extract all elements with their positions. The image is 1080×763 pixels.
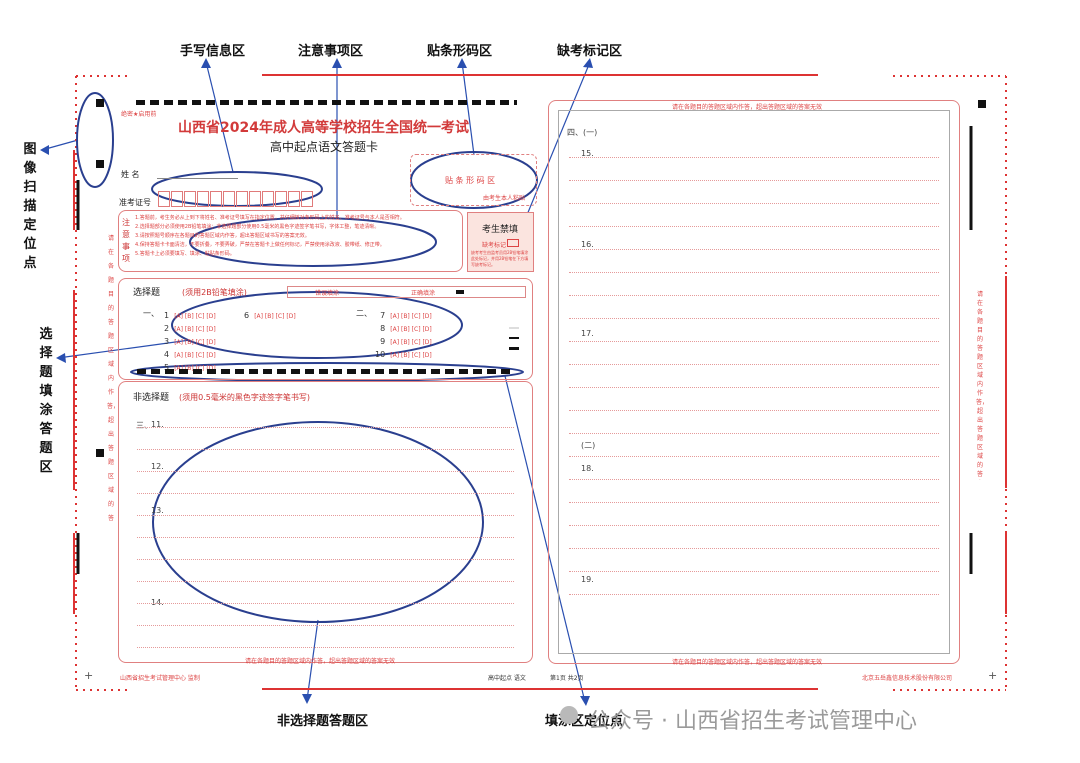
watermark-text: 公众号 · 山西省招生考试管理中心 bbox=[588, 709, 917, 734]
annotation-nonchoice: 非选择题答题区 bbox=[277, 714, 369, 729]
choice-group-1[interactable]: 1 [A] [B] [C] [D] 2 [A] [B] [C] [D] 3 [A… bbox=[164, 311, 216, 372]
timing-mark bbox=[509, 347, 519, 350]
scan-anchor-square bbox=[96, 99, 104, 107]
absent-title: 考生禁填 bbox=[482, 225, 519, 235]
scan-anchor-square bbox=[96, 449, 104, 457]
annotation-choice-area: 选择题填涂答题区 bbox=[39, 327, 53, 475]
scan-anchor-square bbox=[96, 160, 104, 168]
warning-right-bottom: 请在各题目的答题区域内作答，超出答题区域的答案无效 bbox=[672, 659, 823, 666]
question-15: 15. bbox=[581, 149, 594, 158]
notice-text: 1.答题前，考生务必从上到下将姓名、准考证号填写在指定位置，并仔细核对条形码上的… bbox=[135, 215, 405, 257]
name-field[interactable] bbox=[157, 178, 238, 179]
section-two-label: 二、 bbox=[356, 309, 372, 318]
nonchoice-hint: (须用0.5毫米的黑色字迹签字笔书写) bbox=[179, 393, 310, 402]
question-11: 11. bbox=[151, 420, 164, 429]
question-13: 13. bbox=[151, 506, 164, 515]
question-16: 16. bbox=[581, 240, 594, 249]
absent-note: 缺考考生由监考员用2B铅笔填涂此处标记，并用2B铅笔在下方填写缺考标记。 bbox=[471, 250, 529, 267]
answer-lines-right[interactable] bbox=[569, 157, 939, 595]
section-four-two-label: (二) bbox=[581, 441, 596, 450]
question-19: 19. bbox=[581, 575, 594, 584]
fill-anchor-bar bbox=[137, 369, 515, 374]
notice-title: 注意事项 bbox=[122, 218, 130, 263]
section-three-label: 三、 bbox=[136, 421, 152, 430]
barcode-text: 贴 条 形 码 区 bbox=[445, 176, 496, 185]
wechat-icon bbox=[560, 706, 578, 724]
section-one-label: 一、 bbox=[143, 309, 159, 318]
absent-label: 缺考标记 bbox=[482, 242, 507, 249]
ticket-label: 准考证号 bbox=[119, 198, 151, 207]
question-14: 14. bbox=[151, 598, 164, 607]
sheet-subtitle: 高中起点语文答题卡 bbox=[270, 140, 379, 154]
absent-checkbox[interactable] bbox=[507, 239, 519, 247]
name-label: 姓 名 bbox=[121, 170, 140, 179]
choice-panel: 选择题 (须用2B铅笔填涂) 错误填涂 正确填涂 一、 1 [A] [B] [C… bbox=[118, 278, 533, 380]
footer-right: 北京五岳鑫信息技术股份有限公司 bbox=[862, 675, 953, 682]
right-answer-panel: 请在各题目的答题区域内作答，超出答题区域的答案无效 四、(一) 15. 16. … bbox=[548, 100, 960, 666]
annotation-scan-anchor: 图像扫描定位点 bbox=[23, 142, 37, 271]
question-17: 17. bbox=[581, 329, 594, 338]
barcode-area[interactable]: 贴 条 形 码 区 由考生本人粘贴 bbox=[410, 154, 537, 206]
answer-lines-left[interactable] bbox=[137, 427, 514, 648]
nonchoice-panel: 非选择题 (须用0.5毫米的黑色字迹签字笔书写) 三、 11. 12. 13. … bbox=[118, 381, 533, 663]
exam-title: 山西省2024年成人高等学校招生全国统一考试 bbox=[178, 120, 469, 136]
barcode-note: 由考生本人粘贴 bbox=[483, 195, 526, 202]
question-18: 18. bbox=[581, 464, 594, 473]
notice-panel: 注意事项 1.答题前，考生务必从上到下将姓名、准考证号填写在指定位置，并仔细核对… bbox=[118, 210, 463, 272]
side-warning-right: 请在各题目的答题区域内作答，超出答题区域的答案无效 bbox=[976, 291, 984, 478]
warning-left-bottom: 请在各题目的答题区域内作答，超出答题区域的答案无效 bbox=[245, 658, 396, 665]
choice-hint: (须用2B铅笔填涂) bbox=[182, 288, 247, 297]
correct-fill-sample bbox=[456, 290, 464, 294]
right-inner-box: 四、(一) 15. 16. 17. (二) 18. 19. bbox=[558, 110, 950, 654]
footer-left: 山西省招生考试管理中心 监制 bbox=[120, 675, 200, 682]
scan-anchor-square bbox=[978, 100, 986, 108]
top-dash-bar bbox=[136, 100, 517, 105]
crop-mark: + bbox=[988, 669, 998, 682]
annotation-handwriting: 手写信息区 bbox=[180, 44, 246, 59]
section-four-label: 四、(一) bbox=[567, 128, 598, 137]
choice-title: 选择题 bbox=[133, 288, 161, 298]
correct-fill-label: 正确填涂 bbox=[411, 290, 436, 297]
nonchoice-title: 非选择题 bbox=[133, 393, 170, 403]
timing-mark bbox=[509, 327, 519, 329]
side-warning-left: 请在各题目的答题区域内作答，超出答题区域的答案无效 bbox=[107, 235, 115, 522]
crop-mark: + bbox=[84, 669, 94, 682]
footer-page: 第1页 共2页 bbox=[550, 675, 584, 682]
choice-group-2[interactable]: 7 [A] [B] [C] [D] 8 [A] [B] [C] [D] 9 [A… bbox=[375, 311, 432, 359]
secret-mark: 绝密★启用前 bbox=[121, 111, 157, 118]
annotation-notice: 注意事项区 bbox=[298, 44, 364, 59]
annotation-absent: 缺考标记区 bbox=[557, 44, 623, 59]
footer-mid: 高中起点 语文 bbox=[488, 675, 526, 682]
warning-right-top: 请在各题目的答题区域内作答，超出答题区域的答案无效 bbox=[672, 104, 823, 111]
timing-mark bbox=[509, 337, 519, 339]
question-12: 12. bbox=[151, 462, 164, 471]
fill-example-label: 错误填涂 bbox=[315, 290, 340, 297]
absent-panel: 考生禁填 缺考标记 缺考考生由监考员用2B铅笔填涂此处标记，并用2B铅笔在下方填… bbox=[467, 212, 534, 272]
ticket-boxes[interactable] bbox=[158, 191, 314, 211]
fill-example-box: 错误填涂 正确填涂 bbox=[287, 286, 526, 298]
choice-6[interactable]: 6 [A] [B] [C] [D] bbox=[244, 311, 296, 320]
annotation-barcode: 贴条形码区 bbox=[427, 44, 493, 59]
